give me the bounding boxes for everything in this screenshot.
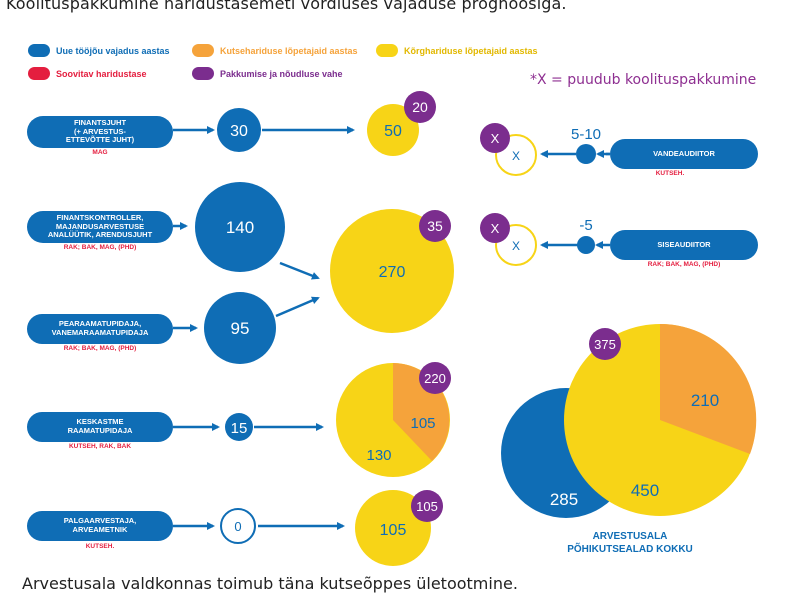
higher-value-keskaste: 130 <box>366 447 391 464</box>
supply-value-siseaudiitor: X <box>512 239 520 253</box>
legend-swatch-demand <box>28 44 50 57</box>
gap-value-vandeaudiitor: X <box>491 131 500 146</box>
demand-circle-palgaarvestaja <box>220 508 256 544</box>
gap-circle-vandeaudiitor <box>480 123 510 153</box>
demand-value-finantsjuht: 30 <box>230 123 248 140</box>
gap-circle-kontroller-pearaamatupidaja <box>419 210 451 242</box>
demand-circle-finantsjuht <box>217 108 261 152</box>
vocational-value-keskaste: 105 <box>410 415 435 432</box>
gap-value-kontroller-pearaamatupidaja: 35 <box>427 218 443 234</box>
legend-note: *X = puudub koolituspakkumine <box>530 72 757 88</box>
legend-item-gap: Pakkumise ja nõudluse vahe <box>192 67 343 80</box>
occupation-keskastme-raamatupidaja: KESKASTME RAAMATUPIDAJA <box>27 412 173 442</box>
gap-value-keskaste: 220 <box>424 371 446 386</box>
higher-value-finantsjuht: 50 <box>384 123 402 140</box>
legend-swatch-higher <box>376 44 398 57</box>
total-vocational-value: 210 <box>691 391 719 410</box>
supply-value-vandeaudiitor: X <box>512 149 520 163</box>
legend-label-education: Soovitav haridustase <box>56 68 147 79</box>
demand-circle-siseaudiitor <box>577 236 595 254</box>
flow-arrows <box>173 126 610 530</box>
total-gap-value: 375 <box>594 337 616 352</box>
education-finantskontroller: RAK; BAK, MAG, (PHD) <box>63 244 137 251</box>
arrow-kontroller-supply <box>279 261 320 280</box>
demand-value-finantskontroller: 140 <box>226 218 254 237</box>
demand-value-pearaamatupidaja: 95 <box>231 319 250 338</box>
demand-circle-keskaste <box>225 413 253 441</box>
gap-value-palgaarvestaja: 105 <box>416 499 438 514</box>
gap-value-siseaudiitor: X <box>491 221 500 236</box>
legend-label-vocational: Kutsehariduse lõpetajaid aastas <box>220 45 358 56</box>
gap-circle-keskaste <box>419 362 451 394</box>
demand-value-keskaste: 15 <box>231 420 248 437</box>
demand-value-siseaudiitor: -5 <box>579 217 592 234</box>
footer-text: Arvestusala valdkonnas toimub täna kutse… <box>22 574 518 593</box>
higher-circle-finantsjuht <box>367 104 419 156</box>
education-vandeaudiitor: KUTSEH. <box>655 170 685 177</box>
gap-circle-siseaudiitor <box>480 213 510 243</box>
demand-circle-pearaamatupidaja <box>204 292 276 364</box>
demand-circle-finantskontroller <box>195 182 285 272</box>
legend-item-demand: Uue tööjõu vajadus aastas <box>28 44 170 57</box>
legend-label-gap: Pakkumise ja nõudluse vahe <box>220 68 343 79</box>
occupation-finantskontroller: FINANTSKONTROLLER, MAJANDUSARVESTUSE ANA… <box>27 211 173 243</box>
gap-circle-palgaarvestaja <box>411 490 443 522</box>
occupation-palgaarvestaja: PALGAARVESTAJA, ARVEAMETNIK <box>27 511 173 541</box>
legend-label-higher: Kõrghariduse lõpetajaid aastas <box>404 45 538 56</box>
higher-value-kontroller-pearaamatupidaja: 270 <box>379 264 406 281</box>
gap-circle-finantsjuht <box>404 91 436 123</box>
total-higher-value: 450 <box>631 481 659 500</box>
occupation-pearaamatupidaja: PEARAAMATUPIDAJA, VANEMARAAMATUPIDAJA <box>27 314 173 344</box>
education-keskastme-raamatupidaja: KUTSEH, RAK, BAK <box>68 443 132 450</box>
occupation-vandeaudiitor: VANDEAUDIITOR <box>610 139 758 169</box>
legend-swatch-education <box>28 67 50 80</box>
education-pearaamatupidaja: RAK; BAK, MAG, (PHD) <box>63 345 137 352</box>
education-siseaudiitor: RAK; BAK, MAG, (PHD) <box>647 261 721 268</box>
total-gap-circle <box>589 328 621 360</box>
demand-value-vandeaudiitor: 5-10 <box>571 126 601 143</box>
total-demand-value: 285 <box>550 490 578 509</box>
demand-circle-vandeaudiitor <box>576 144 596 164</box>
arrow-pearaamatupidaja-supply <box>275 296 320 318</box>
legend-label-demand: Uue tööjõu vajadus aastas <box>56 45 170 56</box>
legend-item-vocational: Kutsehariduse lõpetajaid aastas <box>192 44 358 57</box>
total-vocational-slice <box>660 323 757 454</box>
legend-swatch-vocational <box>192 44 214 57</box>
legend-item-higher: Kõrghariduse lõpetajaid aastas <box>376 44 538 57</box>
legend-item-education: Soovitav haridustase <box>28 67 147 80</box>
legend-swatch-gap <box>192 67 214 80</box>
education-finantsjuht: MAG <box>92 149 108 156</box>
gap-value-finantsjuht: 20 <box>412 99 428 115</box>
occupation-siseaudiitor: SISEAUDIITOR <box>610 230 758 260</box>
total-label: ARVESTUSALA PÕHIKUTSEALAD KOKKU <box>567 531 693 555</box>
demand-value-palgaarvestaja: 0 <box>234 519 241 534</box>
page-title: Koolituspakkumine haridustasemeti võrdlu… <box>6 0 567 13</box>
higher-circle-kontroller-pearaamatupidaja <box>330 209 454 333</box>
occupation-finantsjuht: FINANTSJUHT (+ ARVESTUS- ETTEVÕTTE JUHT) <box>27 116 173 148</box>
higher-value-palgaarvestaja: 105 <box>380 522 407 539</box>
education-palgaarvestaja: KUTSEH. <box>85 543 115 550</box>
